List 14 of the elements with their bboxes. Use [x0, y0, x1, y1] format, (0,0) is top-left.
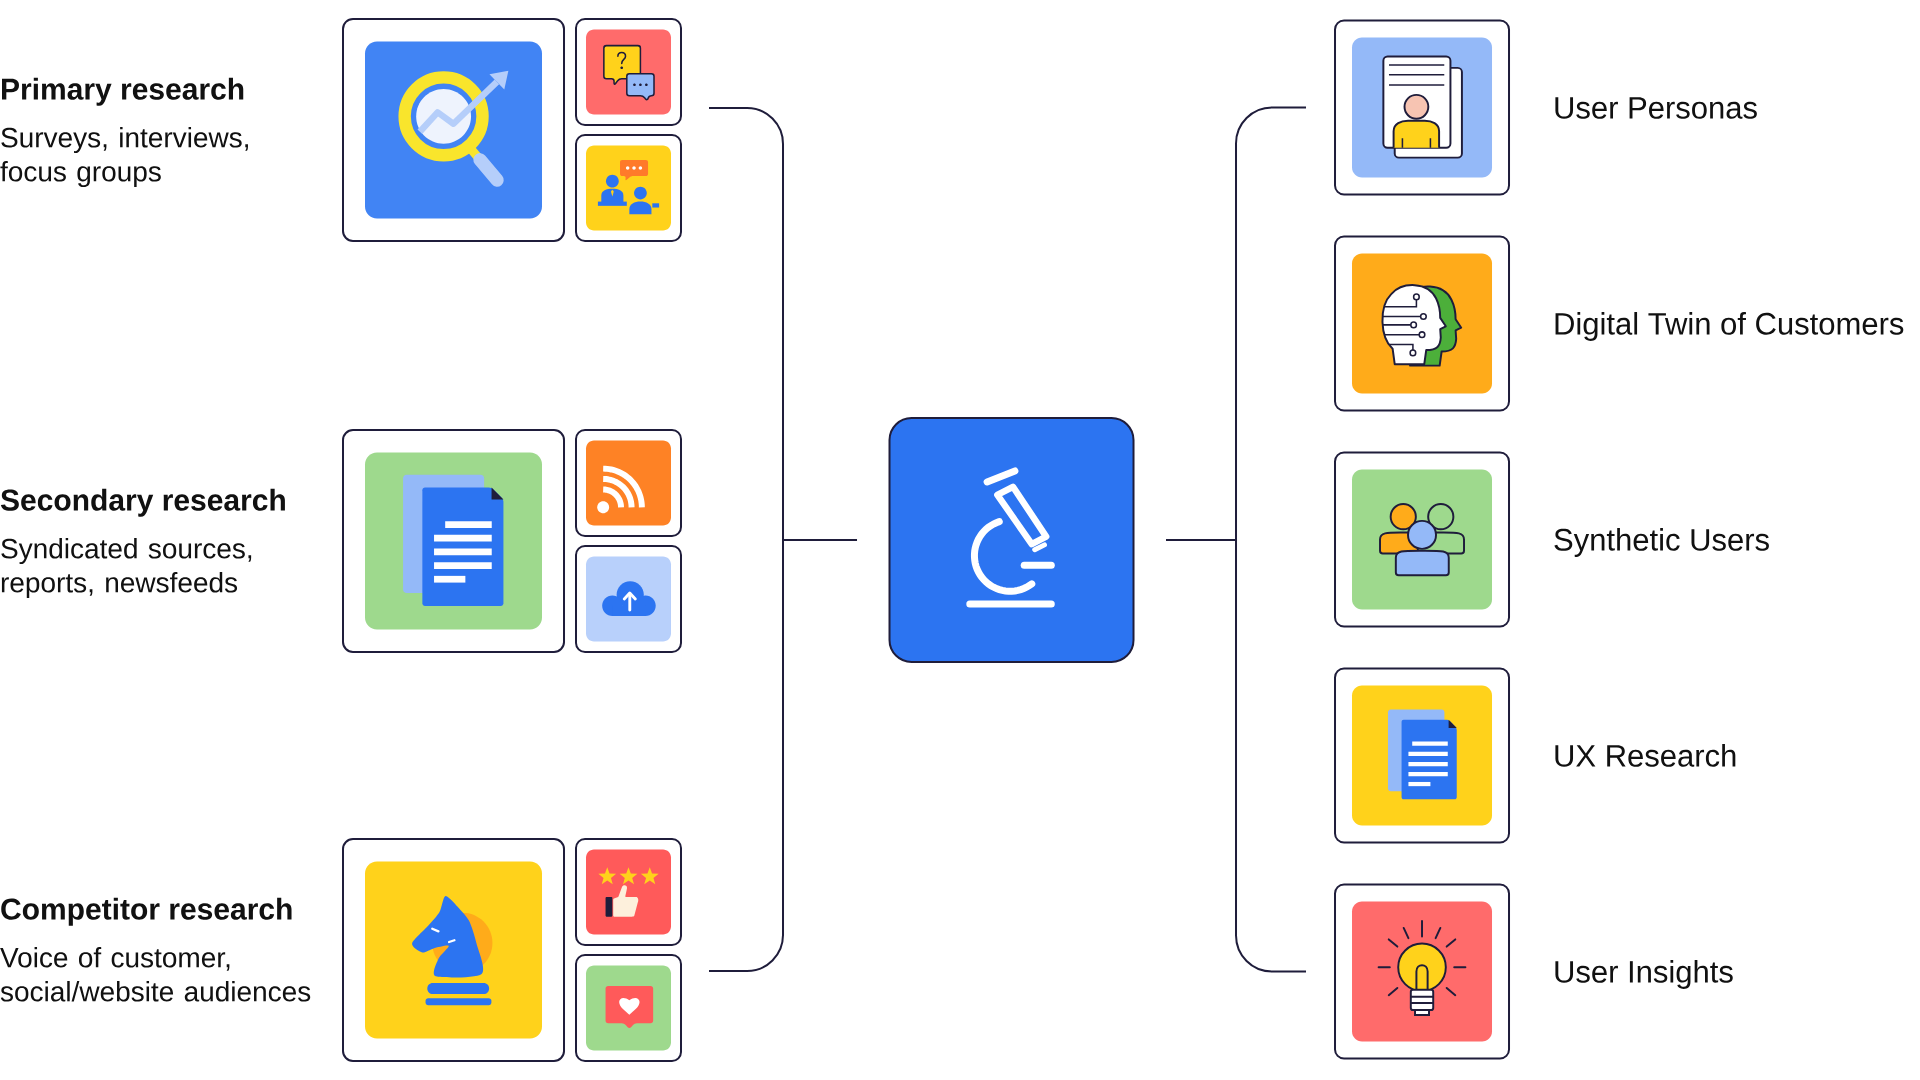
label: Digital Twin of Customers: [1555, 312, 1904, 341]
label: User Insights: [1555, 960, 1733, 989]
description: Surveys, interviews, focus groups: [0, 127, 248, 188]
center-tile: [888, 417, 1135, 663]
description: Voice of customer, social/website audiences: [0, 947, 311, 1002]
connector-line: [708, 539, 858, 972]
heading: Competitor research: [1, 897, 292, 926]
connector-line: [1165, 539, 1307, 973]
description: Syndicated sources, reports, newsfeeds: [1, 538, 252, 599]
heading: Secondary research: [0, 488, 285, 517]
label: UX Research: [1555, 744, 1736, 767]
heading: Primary research: [2, 77, 244, 106]
label: Synthetic Users: [1554, 528, 1769, 557]
label: User Personas: [1555, 97, 1757, 119]
